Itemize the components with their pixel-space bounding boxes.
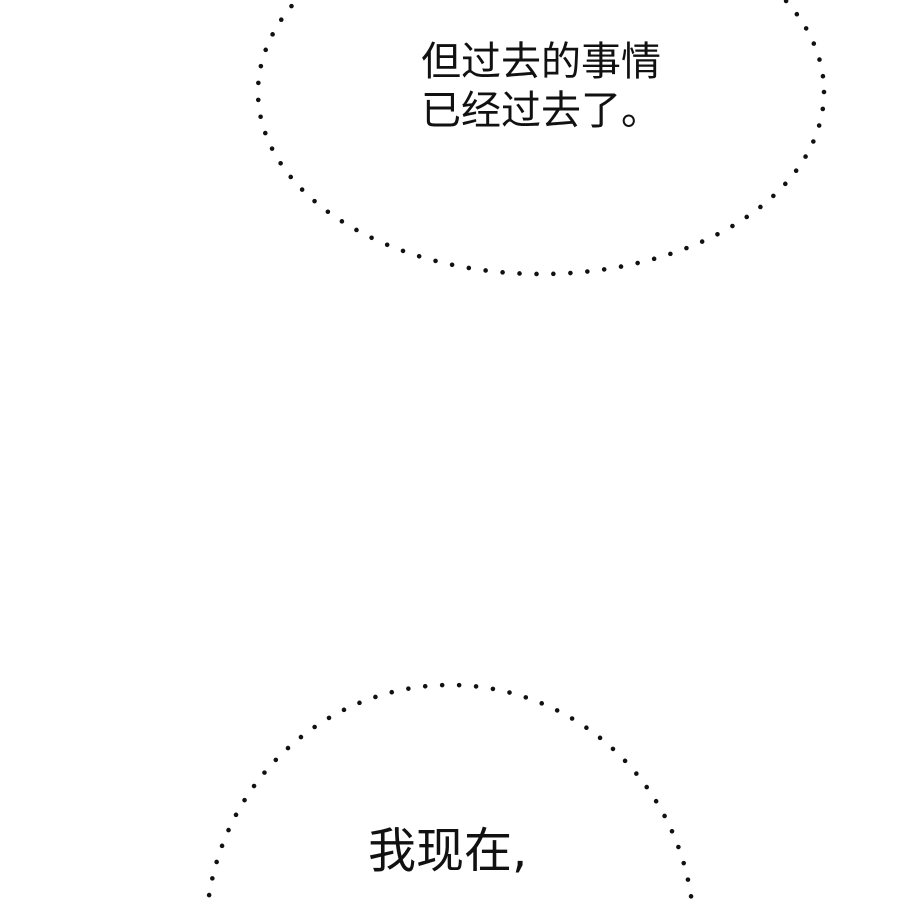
bottom-bubble-text: 我现在, bbox=[368, 822, 527, 881]
top-bubble-line-1: 但过去的事情 bbox=[421, 39, 661, 85]
top-bubble-outline bbox=[255, 0, 827, 277]
top-bubble-line-2: 已经过去了。 bbox=[421, 87, 661, 134]
top-bubble-text: 但过去的事情 已经过去了。 bbox=[421, 38, 661, 136]
bottom-bubble-line-1: 我现在, bbox=[368, 823, 528, 879]
